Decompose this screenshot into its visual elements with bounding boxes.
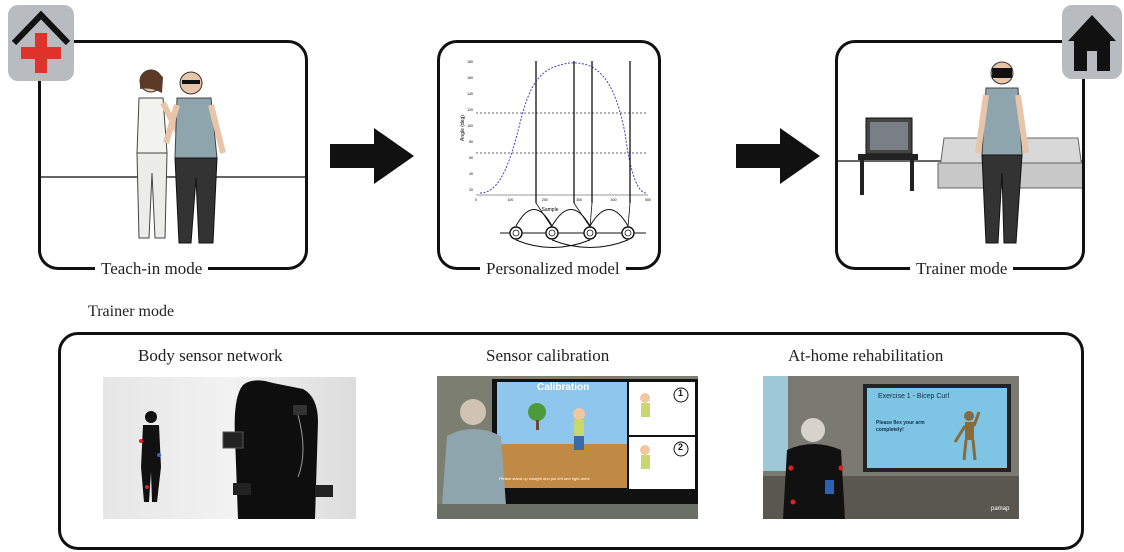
hmm-state bbox=[545, 226, 559, 240]
model-curve bbox=[479, 62, 647, 194]
arrow-right-icon bbox=[330, 128, 414, 184]
arrow-right-icon bbox=[736, 128, 820, 184]
body-sensor-network-title: Body sensor network bbox=[138, 346, 283, 365]
calibration-step-2: 2 bbox=[678, 442, 684, 452]
transition-arrow bbox=[551, 209, 591, 227]
brand-logo: pamap bbox=[991, 506, 1010, 512]
trainer-mode-panel: Trainer mode bbox=[835, 40, 1085, 279]
hmm-state bbox=[583, 226, 597, 240]
transition-arrow bbox=[515, 209, 553, 227]
calibration-instruction: Please stand up straight and put left an… bbox=[499, 476, 590, 481]
at-home-rehabilitation-image: Exercise 1 - Bicep Curl Please flex your… bbox=[763, 376, 1019, 519]
exercise-instruction: Please flex your arm completely! bbox=[876, 420, 925, 433]
x-axis-label: Sample bbox=[542, 207, 559, 213]
model-chart: Angle (deg) Sample 180 160 140 120 100 80 60 40… bbox=[460, 60, 651, 248]
x-tick-label: 400 bbox=[611, 198, 617, 202]
x-tick-label: 300 bbox=[576, 198, 582, 202]
y-tick-label: 20 bbox=[469, 188, 473, 192]
y-tick-label: 80 bbox=[469, 140, 473, 144]
trainer-illustration bbox=[838, 61, 1082, 244]
body-sensor-network-image bbox=[103, 377, 356, 519]
x-tick-label: 0 bbox=[475, 198, 477, 202]
exercise-title: Exercise 1 - Bicep Curl bbox=[878, 393, 950, 400]
wooden-mannequin bbox=[953, 411, 981, 461]
transition-arrow bbox=[515, 239, 591, 248]
hmm-state bbox=[621, 226, 635, 240]
trainer-mode-label: Trainer mode bbox=[910, 259, 1014, 279]
x-tick-label: 100 bbox=[507, 198, 513, 202]
calibration-screen-title: Calibration bbox=[537, 382, 590, 393]
y-tick-label: 40 bbox=[469, 172, 473, 176]
transition-arrow bbox=[551, 239, 629, 248]
section-title: Trainer mode bbox=[88, 303, 175, 320]
teach-in-panel: Teach-in mode bbox=[38, 40, 308, 279]
hmm-state bbox=[509, 226, 523, 240]
user-back-figure bbox=[783, 418, 845, 519]
y-tick-label: 100 bbox=[467, 124, 473, 128]
patient-figure bbox=[163, 71, 226, 244]
x-tick-label: 500 bbox=[645, 198, 651, 202]
personalized-model-label: Personalized model bbox=[480, 259, 626, 279]
y-tick-label: 180 bbox=[467, 60, 473, 64]
teach-in-illustration bbox=[41, 69, 305, 244]
calibration-step-1: 1 bbox=[678, 388, 684, 398]
y-tick-label: 160 bbox=[467, 76, 473, 80]
user-figure bbox=[975, 61, 1029, 244]
large-figure bbox=[222, 380, 333, 519]
sensor-calibration-title: Sensor calibration bbox=[486, 346, 610, 365]
small-silhouette bbox=[139, 411, 161, 502]
hospital-icon bbox=[8, 5, 74, 81]
tv-stand bbox=[858, 117, 918, 195]
x-tick-label: 200 bbox=[542, 198, 548, 202]
personalized-model-panel: Angle (deg) Sample 180 160 140 120 100 80 60 40… bbox=[437, 40, 661, 279]
home-icon bbox=[1062, 5, 1122, 79]
transition-arrow bbox=[589, 209, 629, 227]
teach-in-label: Teach-in mode bbox=[95, 259, 209, 279]
y-axis-label: Angle (deg) bbox=[460, 115, 466, 141]
y-tick-label: 60 bbox=[469, 156, 473, 160]
at-home-rehabilitation-title: At-home rehabilitation bbox=[788, 346, 944, 365]
y-tick-label: 140 bbox=[467, 92, 473, 96]
y-tick-label: 120 bbox=[467, 108, 473, 112]
sensor-calibration-image: Calibration Please stand up straight and… bbox=[437, 376, 698, 519]
therapist-figure bbox=[136, 69, 184, 239]
